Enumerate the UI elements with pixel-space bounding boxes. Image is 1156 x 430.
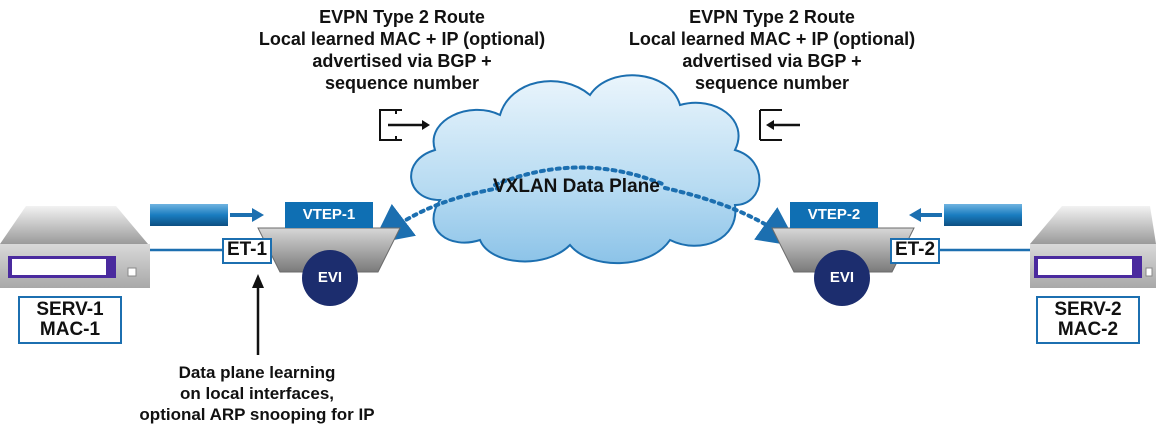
right-route-line2: advertised via BGP + (682, 51, 862, 71)
learning-note: Data plane learning on local interfaces,… (112, 362, 402, 425)
serv-1-label: SERV-1 MAC-1 (18, 296, 122, 344)
vxlan-plane-label: VXLAN Data Plane (493, 176, 660, 197)
vxlan-cloud (410, 74, 761, 265)
learning-note-line3: optional ARP snooping for IP (139, 405, 375, 424)
learning-note-line2: on local interfaces, (180, 384, 334, 403)
serv-2-name: SERV-2 (1054, 299, 1122, 320)
evi-2-badge: EVI (814, 250, 870, 306)
evi-1-badge: EVI (302, 250, 358, 306)
et-1-interface: ET-1 (222, 238, 272, 264)
serv-2-mac: MAC-2 (1057, 319, 1119, 340)
learning-note-line1: Data plane learning (178, 363, 336, 382)
left-route-title: EVPN Type 2 Route (319, 7, 485, 27)
serv-2-label: SERV-2 MAC-2 (1036, 296, 1140, 344)
left-route-caption: EVPN Type 2 Route Local learned MAC + IP… (232, 6, 572, 94)
left-route-line1: Local learned MAC + IP (optional) (258, 29, 546, 49)
vxlan-tunnel-top (493, 165, 667, 187)
left-route-line3: sequence number (324, 73, 480, 93)
left-route-line2: advertised via BGP + (312, 51, 492, 71)
right-route-caption: EVPN Type 2 Route Local learned MAC + IP… (602, 6, 942, 94)
right-route-title: EVPN Type 2 Route (689, 7, 855, 27)
serv-1-mac: MAC-1 (39, 319, 101, 340)
vtep-1-label: VTEP-1 (285, 202, 373, 228)
serv-1-name: SERV-1 (36, 299, 104, 320)
serv-1-server (0, 206, 150, 288)
vtep-2-label: VTEP-2 (790, 202, 878, 228)
export-icon (379, 109, 430, 141)
import-icon (759, 109, 800, 141)
et-2-interface: ET-2 (890, 238, 940, 264)
right-route-line1: Local learned MAC + IP (optional) (628, 29, 916, 49)
serv-2-server (1030, 206, 1156, 288)
vxlan-tunnel-left (372, 186, 502, 245)
right-route-line3: sequence number (694, 73, 850, 93)
left-traffic-pipe (150, 204, 228, 226)
right-traffic-pipe (944, 204, 1022, 226)
